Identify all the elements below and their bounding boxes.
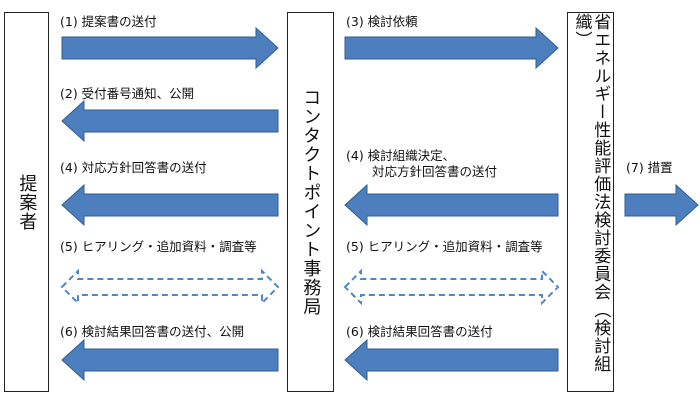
arrow-step-6-right [344, 338, 559, 382]
arrow-step-4-left [61, 183, 279, 227]
step-7-label: (7) 措置 [626, 160, 673, 175]
committee-box: 省エネルギー性能評価法検討委員会（検討組織） [567, 12, 614, 392]
step-4-left-label: (4) 対応方針回答書の送付 [60, 160, 207, 175]
step-6-right-label: (6) 検討結果回答書の送付 [346, 324, 493, 339]
step-5-right-label: (5) ヒアリング・追加資料・調査等 [346, 239, 543, 254]
arrow-step-7 [624, 183, 699, 227]
arrow-step-5-left [60, 268, 280, 306]
step-6-left-label: (6) 検討結果回答書の送付、公開 [60, 324, 245, 339]
step-4-right-label-line2: 対応方針回答書の送付 [372, 164, 498, 179]
proposer-label: 提案者 [16, 173, 38, 231]
step-5-left-label: (5) ヒアリング・追加資料・調査等 [60, 239, 257, 254]
arrow-step-1 [61, 26, 279, 70]
arrow-step-6-left [61, 338, 279, 382]
committee-label: 省エネルギー性能評価法検討委員会（検討組織） [571, 13, 611, 373]
arrow-step-5-right [343, 268, 560, 306]
step-2-label: (2) 受付番号通知、公開 [60, 86, 195, 101]
step-1-label: (1) 提案書の送付 [60, 14, 157, 29]
step-3-label: (3) 検討依頼 [346, 14, 418, 29]
step-4-right-label-line1: (4) 検討組織決定、 [346, 148, 456, 163]
proposer-box: 提案者 [4, 12, 49, 392]
contact-point-box: コンタクトポイント事務局 [287, 12, 334, 392]
contact-point-label: コンタクトポイント事務局 [300, 88, 322, 316]
arrow-step-2 [61, 99, 279, 143]
arrow-step-4-right [344, 183, 559, 227]
arrow-step-3 [344, 26, 559, 70]
